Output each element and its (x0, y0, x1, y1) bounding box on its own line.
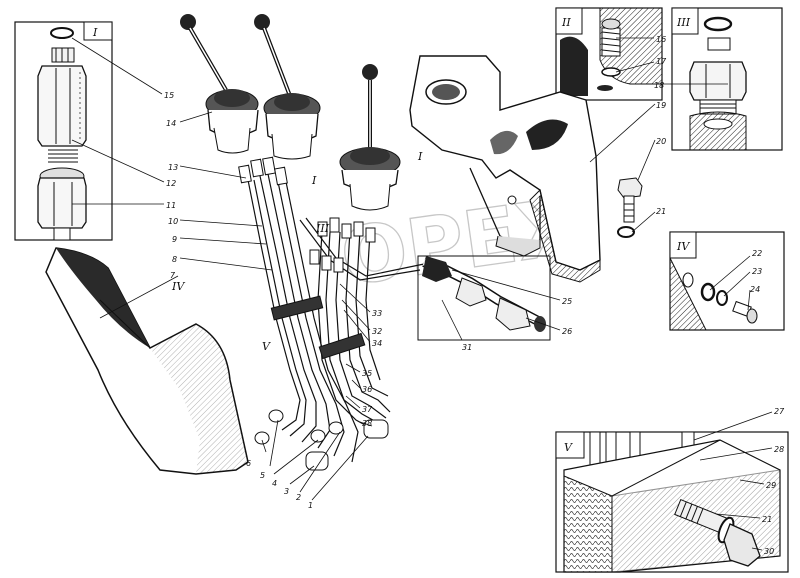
callout-37: 37 (362, 405, 373, 414)
marker-label: III (315, 222, 330, 235)
callout-16: 16 (656, 35, 666, 44)
marker-label: I (417, 150, 423, 163)
callout-23: 23 (752, 267, 762, 276)
callout-21: 21 (656, 207, 666, 216)
callout-29: 29 (766, 481, 776, 490)
control-lever-right (339, 64, 401, 211)
inset-ii-bolt-detail: II (555, 7, 663, 101)
callout-15: 15 (164, 91, 174, 100)
inset-i-fitting: I (14, 21, 113, 241)
callout-22: 22 (752, 249, 762, 258)
callout-35: 35 (362, 369, 372, 378)
inset-label: V (564, 441, 573, 454)
inset-label: I (92, 26, 98, 39)
inset-iv-washer-stack: IV (669, 231, 785, 331)
callout-8: 8 (172, 255, 177, 264)
leader-lines (71, 37, 773, 551)
callout-31: 31 (462, 343, 472, 352)
callout-26: 26 (562, 327, 572, 336)
callout-20: 20 (656, 137, 666, 146)
callout-3: 3 (284, 487, 289, 496)
callout-10: 10 (168, 217, 178, 226)
hydraulic-tube-bundle (247, 171, 425, 463)
marker-label: V (262, 340, 271, 353)
inset-label: IV (676, 240, 690, 253)
control-lever-left (180, 14, 259, 154)
callout-36: 36 (362, 385, 372, 394)
callout-27: 27 (774, 407, 785, 416)
callout-7: 7 (170, 271, 176, 280)
callout-2: 2 (296, 493, 301, 502)
callout-25: 25 (562, 297, 572, 306)
fitting-cluster-upper (238, 156, 376, 273)
callout-4: 4 (272, 479, 277, 488)
inset-label: II (561, 16, 571, 29)
callout-21-inset: 21 (762, 515, 772, 524)
guard-panel (45, 247, 249, 475)
tube-end-fittings (254, 409, 389, 471)
callout-11: 11 (166, 201, 176, 210)
callout-33: 33 (372, 309, 382, 318)
callout-32: 32 (372, 327, 382, 336)
callout-5: 5 (260, 471, 265, 480)
lever-mounting-bracket (409, 55, 601, 283)
tube-clamp-lower (318, 332, 366, 360)
callout-34: 34 (372, 339, 382, 348)
callout-13: 13 (168, 163, 178, 172)
callout-38: 38 (362, 419, 372, 428)
inset-iii-union-fitting: III (671, 7, 783, 151)
callout-1: 1 (308, 501, 313, 510)
inset-v-bracket-detail: V (555, 431, 789, 573)
control-lever-middle (254, 14, 321, 160)
bolt-20 (617, 177, 643, 223)
fitting-detail-box (417, 255, 551, 341)
callout-30: 30 (764, 547, 774, 556)
callout-14: 14 (166, 119, 176, 128)
callout-24: 24 (750, 285, 760, 294)
callout-9: 9 (172, 235, 177, 244)
callout-numbers: 15 12 11 13 14 10 9 8 7 16 17 18 19 20 2… (164, 35, 785, 556)
washer-21 (617, 226, 635, 238)
callout-17: 17 (656, 57, 667, 66)
marker-label: IV (171, 280, 185, 293)
marker-label: I (311, 174, 317, 187)
callout-6: 6 (246, 459, 251, 468)
callout-28: 28 (774, 445, 784, 454)
callout-12: 12 (166, 179, 176, 188)
callout-18: 18 (654, 81, 664, 90)
inset-label: III (676, 16, 691, 29)
tube-clamp-upper (270, 295, 324, 321)
bolt-21 (674, 498, 761, 567)
callout-19: 19 (656, 101, 666, 110)
